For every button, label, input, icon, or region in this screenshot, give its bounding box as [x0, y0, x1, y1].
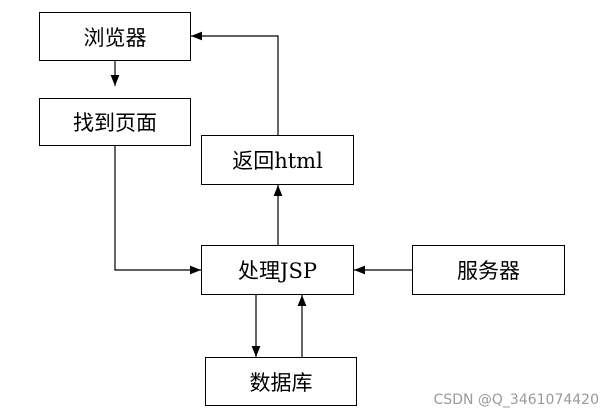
node-browser: 浏览器: [39, 12, 191, 61]
node-server-label: 服务器: [457, 259, 520, 283]
node-process-jsp-label: 处理JSP: [238, 259, 317, 283]
node-find-page: 找到页面: [39, 98, 191, 146]
node-browser-label: 浏览器: [83, 25, 147, 50]
node-database: 数据库: [205, 357, 357, 406]
node-database-label: 数据库: [249, 370, 313, 395]
edge-find-page-to-process: [114, 146, 201, 275]
node-server: 服务器: [412, 245, 565, 295]
node-process-jsp: 处理JSP: [201, 245, 354, 295]
watermark-text: CSDN @Q_3461074420: [433, 392, 599, 408]
node-find-page-label: 找到页面: [73, 111, 157, 135]
node-return-html-label: 返回html: [232, 149, 323, 173]
node-return-html: 返回html: [201, 135, 354, 185]
edge-return-html-to-browser: [191, 31, 279, 135]
